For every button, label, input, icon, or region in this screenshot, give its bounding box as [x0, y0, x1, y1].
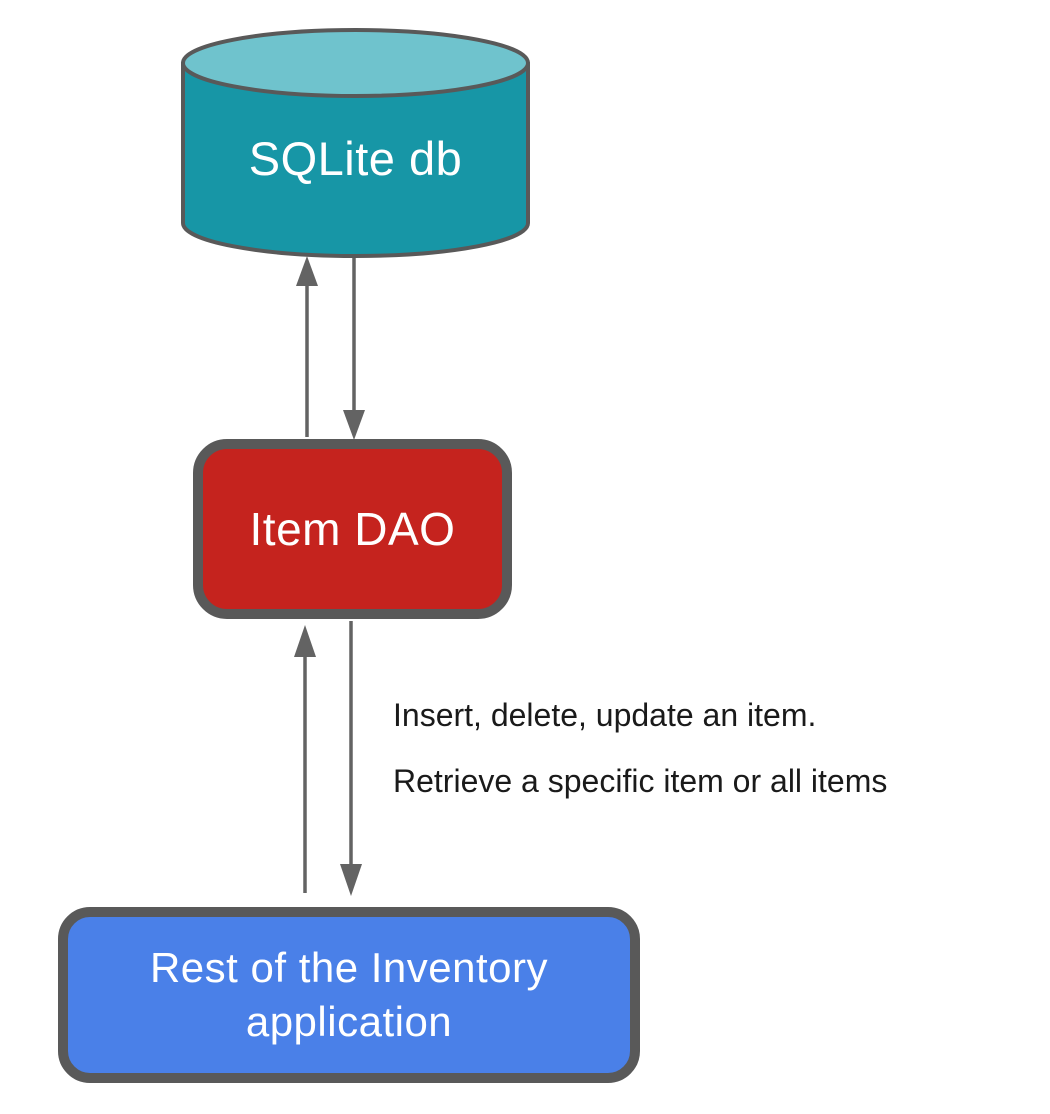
item-dao-label: Item DAO — [249, 503, 456, 555]
item-dao-node: Item DAO — [193, 439, 512, 619]
arrow-app-to-dao-up — [294, 625, 316, 893]
annotation-line-2: Retrieve a specific item or all items — [393, 763, 888, 799]
cylinder-body — [181, 61, 530, 258]
sqlite-db-label: SQLite db — [248, 132, 463, 185]
inventory-app-label-line-2: application — [245, 998, 453, 1045]
inventory-app-node: Rest of the Inventory application — [58, 907, 640, 1083]
cylinder-top — [181, 28, 530, 98]
arrow-db-to-dao-down — [343, 258, 365, 440]
arrow-dao-to-db-up — [296, 256, 318, 437]
inventory-app-label-line-1: Rest of the Inventory — [149, 944, 549, 991]
arrow-dao-to-app-down — [340, 621, 362, 896]
annotation-line-1: Insert, delete, update an item. — [393, 697, 817, 733]
sqlite-db-cylinder — [181, 28, 530, 258]
